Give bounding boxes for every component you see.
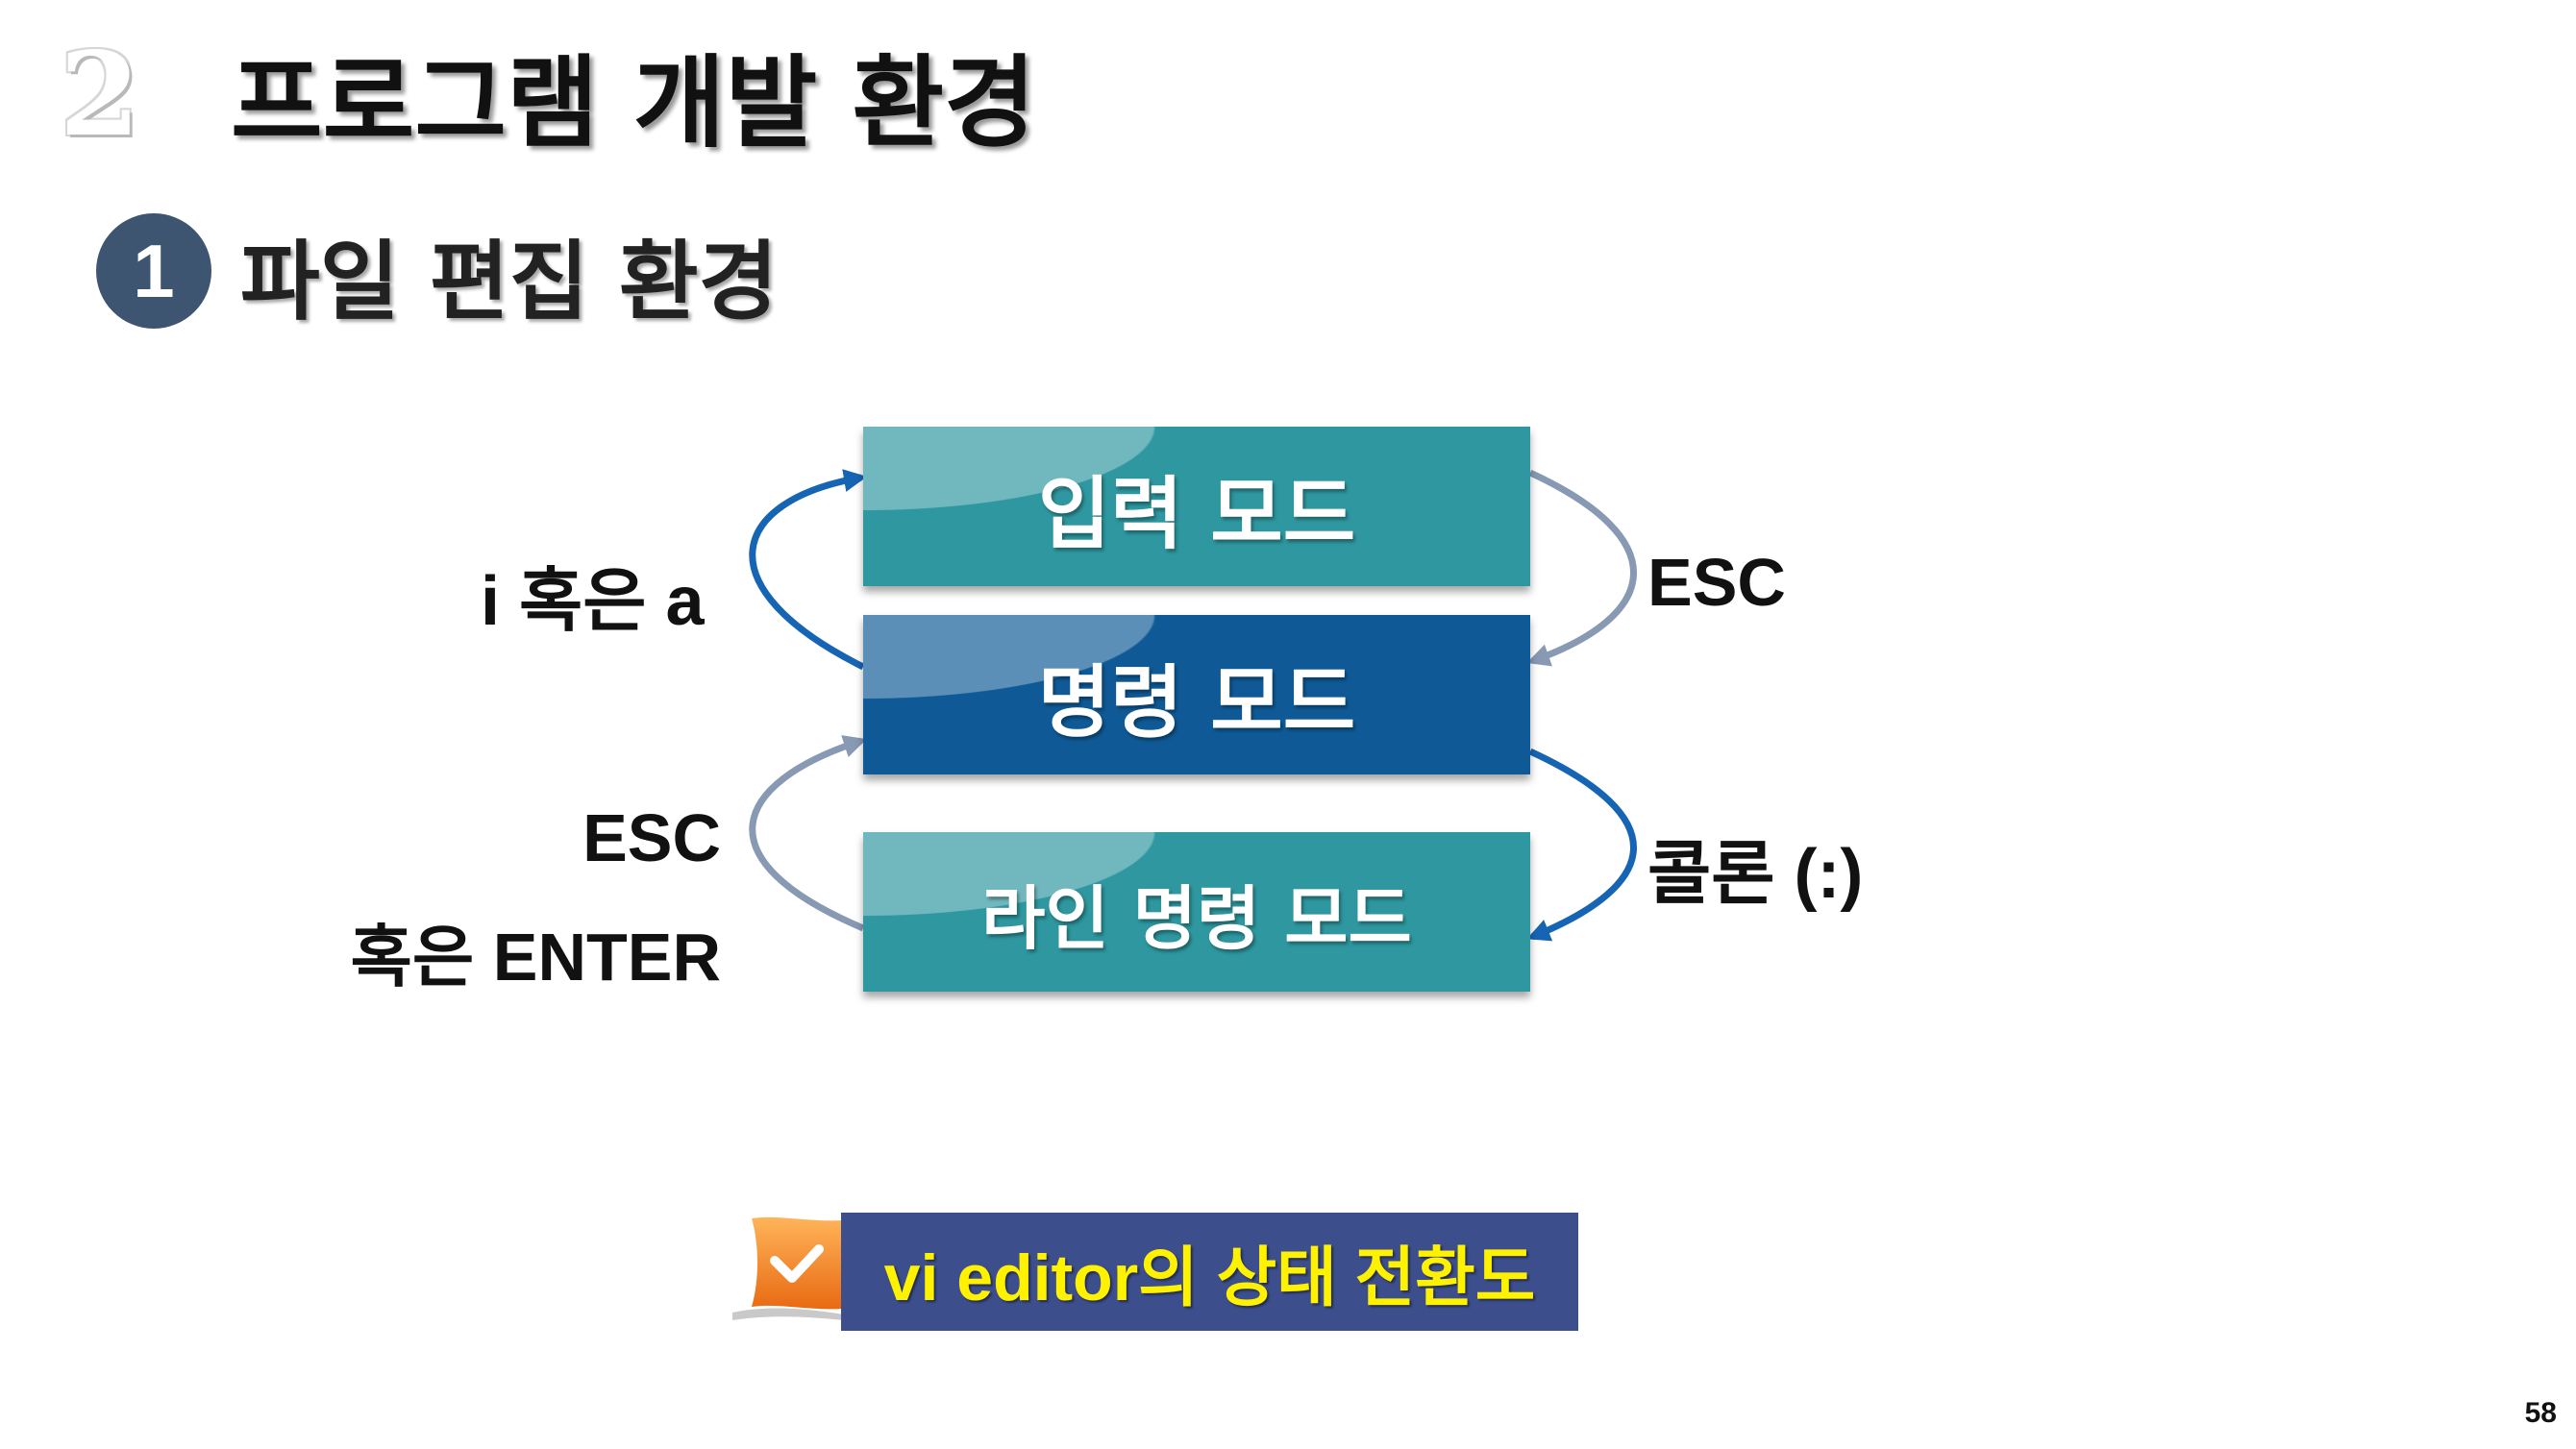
command-mode-label: 명령 모드 [1037,656,1356,749]
arrow-line-to-command [749,735,867,932]
page-title: 프로그램 개발 환경 [231,44,1036,161]
line-command-mode-node: 라인 명령 모드 [863,832,1530,992]
page-number: 58 [2524,1397,2557,1429]
input-mode-node: 입력 모드 [863,427,1530,586]
line-command-mode-label: 라인 명령 모드 [981,877,1412,959]
command-mode-node: 명령 모드 [863,615,1530,774]
input-mode-label: 입력 모드 [1037,468,1356,560]
subsection-title: 파일 편집 환경 [240,232,779,332]
edge-label-i-or-a: i 혹은 a [481,563,705,640]
edge-label-colon: 콜론 (:) [1647,836,1864,913]
arrow-input-to-command [1526,469,1637,667]
arrow-command-to-line [1526,748,1637,942]
arrow-command-to-input [749,469,867,671]
section-number: 2 [60,27,140,162]
check-ribbon-icon [732,1216,844,1320]
edge-label-esc-line: ESC [582,800,721,875]
edge-label-esc-or-enter: ESC 혹은 ENTER [351,778,722,1017]
diagram-caption: vi editor의 상태 전환도 [841,1213,1578,1331]
subsection-number-badge: 1 [96,213,211,329]
edge-label-enter-line: 혹은 ENTER [350,920,722,995]
edge-label-esc: ESC [1647,545,1786,620]
